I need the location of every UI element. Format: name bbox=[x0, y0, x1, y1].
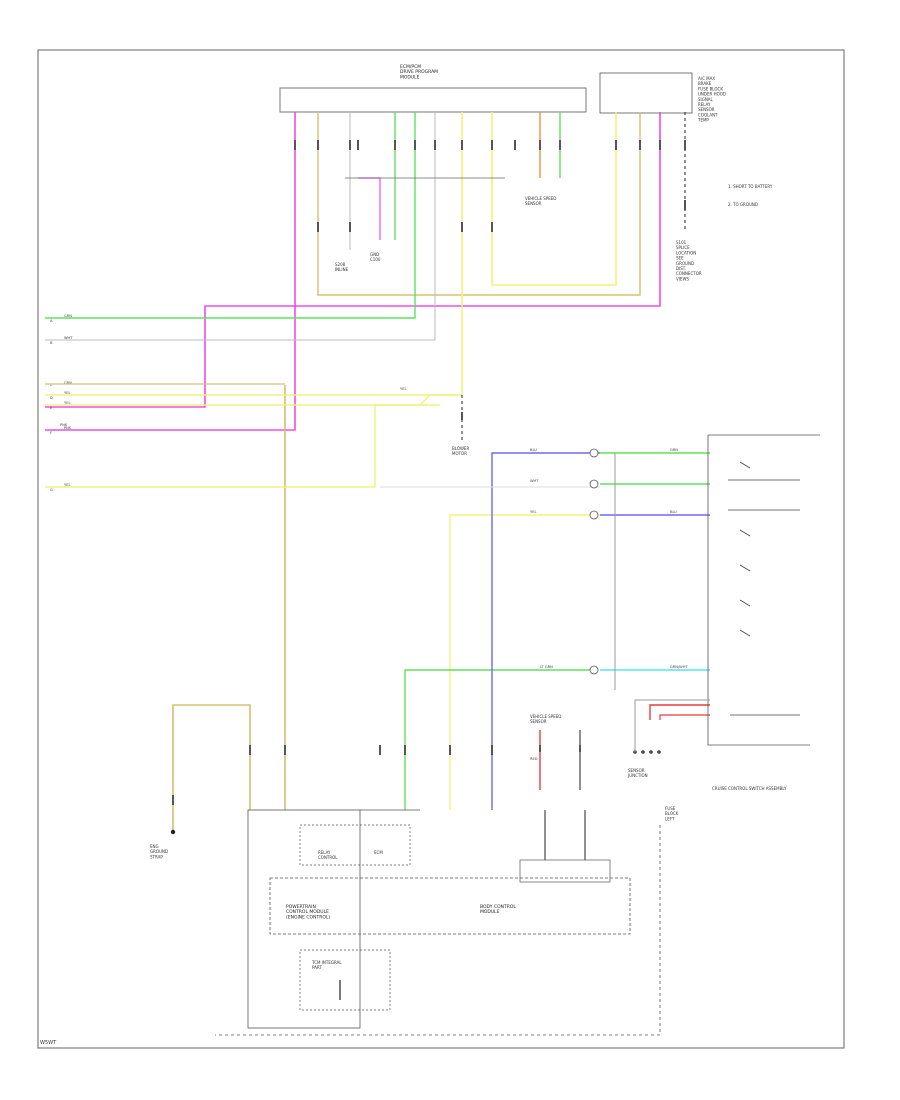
wire-red-c bbox=[659, 714, 710, 720]
svg-text:GRN: GRN bbox=[64, 314, 72, 318]
inner-relay-box bbox=[299, 824, 411, 866]
bottom-frame-left bbox=[247, 809, 361, 1029]
svg-text:E: E bbox=[50, 406, 53, 410]
svg-text:PNK: PNK bbox=[64, 426, 72, 430]
wire-label-c: YEL bbox=[530, 510, 536, 514]
svg-text:F: F bbox=[50, 431, 52, 435]
wire-yellow-mid bbox=[45, 112, 463, 396]
inner-module-label: ECM bbox=[374, 850, 383, 855]
sensor-junction-connector bbox=[633, 750, 661, 754]
wire-label-d: GRN bbox=[670, 448, 678, 452]
svg-text:GRN: GRN bbox=[64, 381, 72, 385]
switch-a-box bbox=[519, 859, 611, 883]
switch-panel-contacts bbox=[728, 461, 800, 716]
wire-pink-trunk bbox=[45, 112, 296, 431]
wire-label-e: LT GRN bbox=[540, 665, 553, 669]
svg-text:C: C bbox=[50, 383, 53, 387]
wire-green-left bbox=[45, 112, 416, 319]
inline-connectors-right bbox=[589, 448, 599, 675]
wire-label-f: BLU bbox=[670, 510, 677, 514]
svg-text:B: B bbox=[50, 341, 53, 345]
wire-label-a: BLU bbox=[530, 448, 537, 452]
wire-label-j: GRN/WHT bbox=[670, 665, 688, 669]
svg-text:WHT: WHT bbox=[64, 336, 73, 340]
svg-text:YEL: YEL bbox=[64, 401, 70, 405]
speed-sensor-ticks bbox=[539, 745, 581, 752]
wire-green-lower bbox=[404, 669, 595, 810]
page-ref-code: W5WT bbox=[40, 1040, 57, 1046]
wire-label-g: YEL bbox=[400, 387, 406, 391]
ecm-top-box bbox=[279, 87, 587, 113]
wire-red-b bbox=[649, 704, 710, 720]
svg-text:YEL: YEL bbox=[64, 483, 70, 487]
wire-yellow-right bbox=[449, 514, 600, 810]
svg-text:G: G bbox=[50, 488, 53, 492]
legend-line-1: 1. SHORT TO BATTERY bbox=[728, 184, 773, 189]
wire-label-i: PNK bbox=[60, 423, 68, 427]
switch-panel-box bbox=[707, 434, 820, 746]
wire-label-h: RED bbox=[530, 757, 538, 761]
diagram-border bbox=[37, 49, 845, 1049]
wire-yellow-top bbox=[491, 112, 617, 286]
wire-tan-ground bbox=[172, 704, 251, 830]
left-stub-labels: A GRN B WHT C GRN D YEL E YEL F PNK G YE… bbox=[50, 314, 73, 492]
inner-module-box bbox=[299, 949, 391, 1011]
wire-gray-1 bbox=[45, 112, 436, 341]
wire-label-b: WHT bbox=[530, 479, 539, 483]
pcm-module-box bbox=[269, 877, 631, 935]
bottom-dashed-return bbox=[215, 825, 661, 1036]
legend-line-2: 2. TO GROUND bbox=[728, 202, 758, 207]
connector-ticks bbox=[172, 140, 686, 805]
wire-yellow-mid2 bbox=[45, 394, 462, 406]
svg-text:D: D bbox=[50, 396, 53, 400]
wire-blue bbox=[491, 452, 600, 810]
wire-yellow-long bbox=[45, 404, 440, 488]
svg-text:YEL: YEL bbox=[64, 391, 70, 395]
cruise-module-title: CRUISE CONTROL SWITCH ASSEMBLY bbox=[712, 786, 787, 791]
left-ground-point bbox=[170, 829, 176, 835]
fuse-top-right-box bbox=[599, 72, 693, 114]
wire-pink-loop bbox=[45, 112, 661, 408]
svg-text:A: A bbox=[50, 319, 53, 323]
wire-tan-left bbox=[317, 112, 641, 296]
wire-junction-feed bbox=[634, 699, 710, 752]
wire-pink-branch bbox=[358, 177, 381, 240]
